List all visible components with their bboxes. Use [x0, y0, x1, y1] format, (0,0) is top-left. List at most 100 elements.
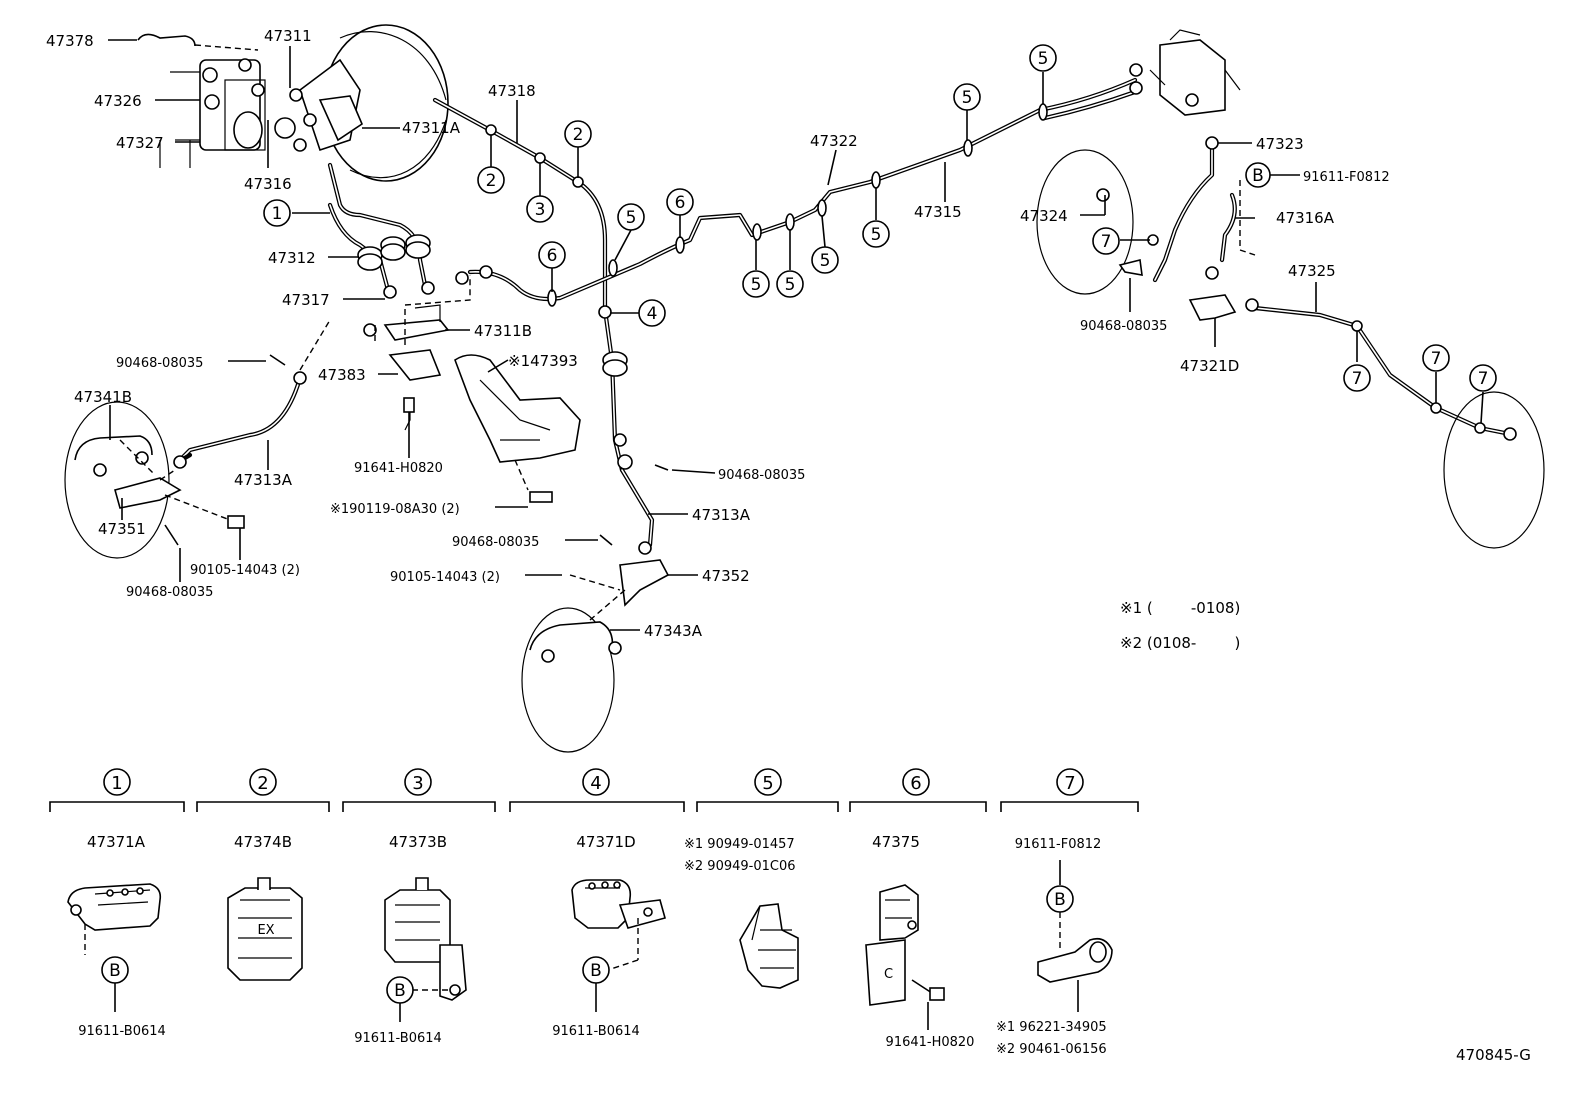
pipe-clamps: [455, 63, 1486, 434]
svg-text:6: 6: [547, 246, 558, 266]
svg-text:3: 3: [412, 773, 423, 794]
legend-part-90949-01457: ※1 90949-01457: [684, 837, 795, 852]
legend-bottom-91611-B0614-1: 91611-B0614: [78, 1024, 166, 1039]
clamp-47374B-drawing: EX: [227, 877, 303, 981]
callout-2: 2: [564, 120, 592, 148]
legend-header-7: 7: [1000, 768, 1139, 812]
bracket-147393: [454, 354, 581, 503]
callout-2: 2: [477, 166, 505, 194]
label-47311A: 47311A: [402, 119, 461, 137]
svg-text:B: B: [1252, 166, 1264, 186]
legend-header-2: 2: [196, 768, 330, 812]
callout-1: 1: [263, 199, 291, 227]
leader-lines: [108, 39, 1484, 631]
label-47316A: 47316A: [1276, 209, 1335, 227]
callout-5: 5: [776, 270, 804, 298]
svg-text:1: 1: [272, 204, 283, 224]
svg-text:3: 3: [535, 200, 546, 220]
label-90105-14043-left: 90105-14043 (2): [190, 563, 300, 578]
clamp-47371D-drawing: B: [571, 879, 666, 1012]
callout-7: 7: [1469, 364, 1497, 392]
callout-5: 5: [862, 220, 890, 248]
callout-6: 6: [666, 188, 694, 216]
label-47316: 47316: [244, 175, 292, 193]
svg-text:7: 7: [1478, 369, 1489, 389]
callout-5: 5: [1029, 44, 1057, 72]
legend-bottom-91611-B0614-3: 91611-B0614: [354, 1031, 442, 1046]
svg-text:7: 7: [1352, 369, 1363, 389]
svg-text:B: B: [394, 981, 406, 1001]
label-47324: 47324: [1020, 207, 1068, 225]
label-47325: 47325: [1288, 262, 1336, 280]
legend-part-91611-F0812: 91611-F0812: [1015, 837, 1102, 852]
svg-text:5: 5: [820, 251, 831, 271]
label-47318: 47318: [488, 82, 536, 100]
svg-text:5: 5: [751, 275, 762, 295]
callout-3: 3: [526, 195, 554, 223]
svg-text:1: 1: [111, 773, 122, 794]
label-47315: 47315: [914, 203, 962, 221]
label-47352: 47352: [702, 567, 750, 585]
label-47312: 47312: [268, 249, 316, 267]
label-47327: 47327: [116, 134, 164, 152]
label-90468-08035-right: 90468-08035: [1080, 319, 1167, 334]
svg-text:5: 5: [871, 225, 882, 245]
svg-text:EX: EX: [257, 923, 274, 938]
label-47378: 47378: [46, 32, 94, 50]
legend-header-3: 3: [342, 768, 496, 812]
callout-5: 5: [617, 203, 645, 231]
svg-text:2: 2: [573, 125, 584, 145]
legend-bottom-91611-B0614-4: 91611-B0614: [552, 1024, 640, 1039]
legend-bottom-96221-34905: ※1 96221-34905: [996, 1020, 1107, 1035]
legend-part-47371A: 47371A: [87, 833, 146, 851]
label-90105-14043-mid: 90105-14043 (2): [390, 570, 500, 585]
legend-part-47373B: 47373B: [389, 833, 447, 851]
svg-text:5: 5: [762, 773, 773, 794]
svg-text:5: 5: [626, 208, 637, 228]
label-47341B: 47341B: [74, 388, 132, 406]
brake-booster-assembly: [137, 24, 449, 182]
part-labels: 47378 47311 47326 47327 47316 47311A 473…: [46, 27, 1531, 1064]
label-47313A-mid: 47313A: [692, 506, 751, 524]
legend-part-47371D: 47371D: [576, 833, 635, 851]
svg-text:6: 6: [675, 193, 686, 213]
callout-B: B: [1245, 162, 1271, 188]
callout-5: 5: [953, 83, 981, 111]
label-47313A-left: 47313A: [234, 471, 293, 489]
label-90468-08035-mid1: 90468-08035: [718, 468, 805, 483]
label-90468-08035-left: 90468-08035: [116, 356, 203, 371]
legend-header-1: 1: [49, 768, 185, 812]
label-90468-08035-bottomleft: 90468-08035: [126, 585, 213, 600]
callout-7: 7: [1422, 344, 1450, 372]
clip-47312: [357, 234, 435, 337]
legend-part-90949-01C06: ※2 90949-01C06: [684, 859, 796, 874]
callout-7: 7: [1092, 227, 1120, 255]
callouts: 1 2 3 2 4 6 5 6 5 5 5 5 5 5 B 7 7 7 7: [263, 44, 1497, 392]
svg-text:7: 7: [1101, 232, 1112, 252]
label-47311: 47311: [264, 27, 312, 45]
clamp-90949-drawing: [739, 903, 799, 989]
clamp-47375-drawing: C: [865, 884, 945, 1030]
bracket-47311B: [374, 275, 471, 432]
svg-text:4: 4: [647, 304, 658, 324]
legend-bottom-91641-H0820: 91641-H0820: [886, 1035, 975, 1050]
legend-part-47374B: 47374B: [234, 833, 292, 851]
svg-text:B: B: [109, 961, 121, 981]
label-47351: 47351: [98, 520, 146, 538]
label-47321D: 47321D: [1180, 357, 1239, 375]
label-47311B: 47311B: [474, 322, 532, 340]
legend-bottom-90461-06156: ※2 90461-06156: [996, 1042, 1107, 1057]
rear-valve-area: [1036, 29, 1545, 549]
label-47323: 47323: [1256, 135, 1304, 153]
clamp-legend: 1 2 3 4 5 6 7: [49, 768, 1139, 1057]
svg-text:5: 5: [1038, 49, 1049, 69]
svg-text:B: B: [590, 961, 602, 981]
clamp-47373B-drawing: B: [384, 877, 467, 1022]
svg-text:5: 5: [785, 275, 796, 295]
label-90119-08A30: ※190119-08A30 (2): [330, 502, 460, 517]
svg-text:6: 6: [910, 773, 921, 794]
legend-header-6: 6: [849, 768, 987, 812]
label-47326: 47326: [94, 92, 142, 110]
note-2: ※2 (0108- ): [1120, 634, 1240, 652]
note-1: ※1 ( -0108): [1120, 599, 1240, 617]
